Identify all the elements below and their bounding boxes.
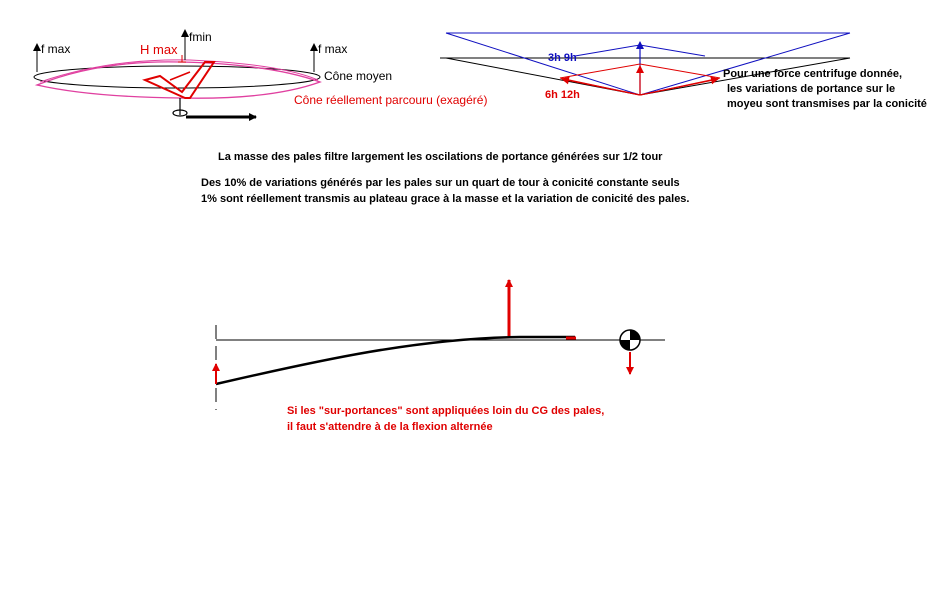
fmax-right-label: f max [318, 42, 347, 56]
blade-diagram: Si les "sur-portances" sont appliquées l… [212, 279, 665, 433]
rotation-icon [172, 109, 188, 117]
red-cone-inner [169, 71, 191, 81]
blade-note-2: il faut s'attendre à de la flexion alter… [287, 421, 493, 433]
label-3h9h: 3h 9h [548, 52, 577, 64]
fmax-left-label: f max [41, 42, 70, 56]
red-left-arrow [561, 76, 641, 96]
cg-symbol-icon [619, 329, 641, 351]
cone-moyen-label: Cône moyen [324, 69, 392, 83]
blade-note-1: Si les "sur-portances" sont appliquées l… [287, 405, 604, 417]
cone-reel-label: Cône réellement parcouru (exagéré) [294, 93, 487, 107]
conicity-note-1: Pour une force centrifuge donnée, [723, 68, 902, 80]
red-right-arrow [639, 76, 719, 96]
captions: La masse des pales filtre largement les … [201, 151, 690, 205]
bent-blade [215, 335, 575, 386]
conicity-note-2: les variations de portance sur le [727, 83, 895, 95]
real-cone-path-2 [39, 59, 319, 83]
conicity-note-3: moyeu sont transmises par la conicité [727, 98, 927, 110]
label-6h12h: 6h 12h [545, 89, 580, 101]
real-cone-path [34, 61, 322, 99]
red-cone-shape [142, 61, 216, 99]
caption-line-1: La masse des pales filtre largement les … [218, 151, 663, 163]
fmin-label: fmin [189, 30, 212, 44]
rotor-cone-diagram: f max f max fmin H max Cône moyen Cône r… [33, 29, 487, 121]
caption-line-2: Des 10% de variations générés par les pa… [201, 177, 680, 189]
conicity-diagram: 3h 9h 6h 12h Pour une force centrifuge d… [440, 32, 927, 110]
hmax-label: H max [140, 42, 178, 57]
caption-line-3: 1% sont réellement transmis au plateau g… [201, 193, 690, 205]
